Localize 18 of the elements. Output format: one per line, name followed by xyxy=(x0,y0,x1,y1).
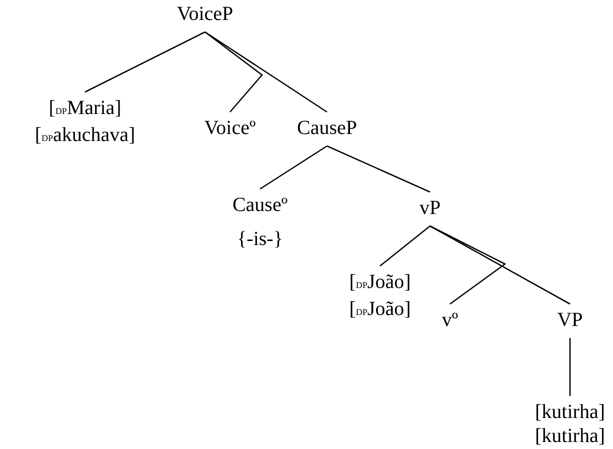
tree-node-label: vP xyxy=(419,196,441,220)
tree-branch xyxy=(430,225,570,305)
tree-node-label: Voiceº xyxy=(204,116,256,140)
morpheme-label: {-is-} xyxy=(237,227,283,251)
tree-branch xyxy=(430,225,506,305)
tree-node-label: Causeº xyxy=(232,193,288,217)
tree-branch xyxy=(569,338,571,396)
tree-node-label: VoiceP xyxy=(176,2,234,26)
tree-branch xyxy=(326,145,430,193)
tree-branch xyxy=(84,31,206,93)
tree-branch xyxy=(260,145,328,190)
tree-node-label: CauseP xyxy=(297,116,357,140)
tree-node-label: [kutirha] [kutirha] xyxy=(535,400,605,448)
tree-node-label: VP xyxy=(557,308,583,332)
tree-branch xyxy=(204,31,263,112)
tree-branch xyxy=(380,226,430,266)
tree-node-label: vº xyxy=(442,308,458,332)
tree-branch xyxy=(204,31,328,113)
